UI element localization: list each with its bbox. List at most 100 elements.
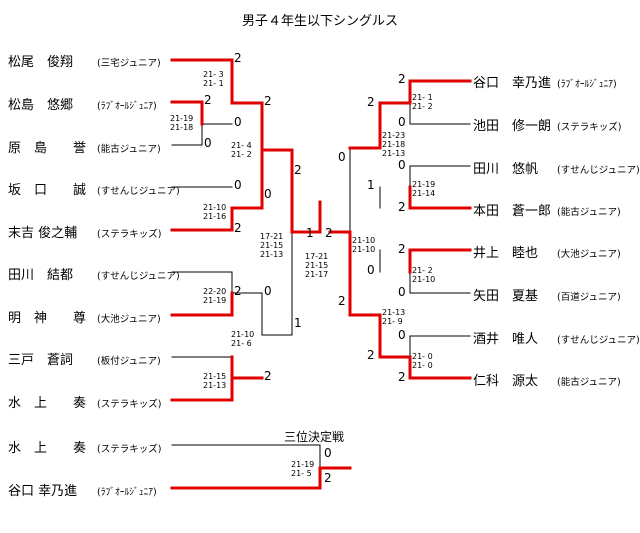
set-count: 0	[264, 187, 272, 201]
player-name: 明 神 尊	[8, 311, 87, 326]
set-count: 0	[324, 446, 332, 460]
match-score: 21-13 21- 9	[382, 308, 406, 326]
win-line	[408, 248, 472, 274]
win-line	[408, 185, 472, 210]
win-line	[290, 148, 322, 234]
match-score: 21-15 21-13	[203, 372, 227, 390]
set-count: 2	[367, 348, 375, 362]
player-club: (ステラキッズ)	[97, 444, 162, 455]
player-club: (すせんじジュニア)	[557, 165, 640, 176]
set-count: 2	[338, 294, 346, 308]
player-name: 谷口 幸乃進	[473, 76, 552, 91]
win-line	[408, 79, 472, 105]
set-count: 2	[204, 93, 212, 107]
player-name: 末吉 俊之輔	[8, 226, 78, 241]
set-count: 2	[324, 471, 332, 485]
player-club: (大池ジュニア)	[97, 314, 161, 325]
player-name: 三戸 蒼詞	[8, 353, 74, 368]
set-count: 2	[398, 242, 406, 256]
set-count: 2	[234, 51, 242, 65]
player-name: 井上 睦也	[473, 246, 539, 261]
player-club: (三宅ジュニア)	[97, 58, 161, 69]
win-line	[230, 101, 294, 152]
third-place-label: 三位決定戦	[284, 430, 345, 444]
player-club: (ステラキッズ)	[97, 229, 162, 240]
player-club: (すせんじジュニア)	[97, 271, 180, 282]
set-count: 0	[398, 328, 406, 342]
set-count: 2	[398, 200, 406, 214]
player-name: 松尾 俊翔	[8, 55, 74, 70]
bracket-line	[409, 102, 471, 125]
player-name: 松島 悠郷	[8, 98, 74, 113]
player-club: (能古ジュニア)	[557, 377, 621, 388]
bracket-line	[409, 271, 471, 294]
player-name: 水 上 奏	[8, 441, 87, 456]
player-name: 田川 悠帆	[473, 162, 539, 177]
player-club: (板付ジュニア)	[97, 356, 161, 367]
player-name: 酒井 唯人	[473, 332, 539, 347]
set-count: 0	[338, 150, 346, 164]
player-name: 矢田 夏基	[473, 289, 539, 304]
bracket-line	[171, 271, 263, 294]
match-score: 21-19 21- 5	[291, 460, 315, 478]
match-score: 21- 4 21- 2	[231, 141, 252, 159]
player-club: (ﾗﾌﾞｵｰﾙｼﾞｭﾆｱ)	[97, 487, 157, 498]
set-count: 0	[367, 263, 375, 277]
win-line	[378, 355, 472, 380]
set-count: 2	[367, 95, 375, 109]
win-line	[348, 313, 382, 359]
win-line	[328, 230, 352, 317]
win-line	[170, 291, 234, 317]
set-count: 2	[398, 370, 406, 384]
set-count: 1	[367, 178, 375, 192]
match-score: 21- 2 21-10	[412, 266, 436, 284]
match-score: 21-19 21-14	[412, 180, 436, 198]
win-line	[170, 376, 264, 402]
bracket-line	[409, 335, 471, 358]
player-club: (ステラキッズ)	[97, 399, 162, 410]
set-count: 0	[234, 115, 242, 129]
set-count: 1	[294, 316, 302, 330]
player-club: (ﾗﾌﾞｵｰﾙｼﾞｭﾆｱ)	[557, 79, 617, 90]
win-line	[170, 466, 352, 490]
player-club: (能古ジュニア)	[97, 144, 161, 155]
match-score: 21-19 21-18	[170, 114, 194, 132]
set-count: 0	[398, 115, 406, 129]
win-line	[170, 148, 264, 232]
match-score: 21- 3 21- 1	[203, 70, 224, 88]
player-club: (ステラキッズ)	[557, 122, 622, 133]
set-count: 0	[264, 284, 272, 298]
match-score: 21-10 21-16	[203, 203, 227, 221]
match-score: 21- 0 21- 0	[412, 352, 433, 370]
set-count: 2	[264, 94, 272, 108]
page-title: 男子４年生以下シングルス	[241, 14, 398, 29]
set-count: 0	[234, 178, 242, 192]
player-club: (すせんじジュニア)	[557, 335, 640, 346]
match-score: 22-20 21-19	[203, 287, 227, 305]
player-club: (大池ジュニア)	[557, 249, 621, 260]
match-score: 21-10 21-10	[352, 236, 376, 254]
bracket-line	[409, 165, 471, 188]
player-name: 本田 蒼一郎	[473, 204, 552, 219]
win-line	[170, 58, 234, 105]
match-score: 21- 1 21- 2	[412, 93, 433, 111]
set-count: 2	[294, 163, 302, 177]
player-name: 田川 結都	[8, 268, 74, 283]
set-count: 0	[398, 158, 406, 172]
match-score: 17-21 21-15 21-17	[305, 252, 329, 279]
player-club: (ﾗﾌﾞｵｰﾙｼﾞｭﾆｱ)	[97, 101, 157, 112]
match-score: 21-10 21- 6	[231, 330, 255, 348]
win-line	[170, 100, 204, 126]
match-score: 17-21 21-15 21-13	[260, 232, 284, 259]
set-count: 0	[204, 136, 212, 150]
set-count: 2	[234, 221, 242, 235]
player-name: 谷口 幸乃進	[8, 484, 78, 499]
player-name: 原 島 誉	[8, 141, 87, 156]
player-club: (能古ジュニア)	[557, 207, 621, 218]
set-count: 2	[398, 72, 406, 86]
match-score: 21-23 21-18 21-13	[382, 131, 406, 158]
bracket-line	[171, 123, 233, 146]
player-club: (すせんじジュニア)	[97, 186, 180, 197]
